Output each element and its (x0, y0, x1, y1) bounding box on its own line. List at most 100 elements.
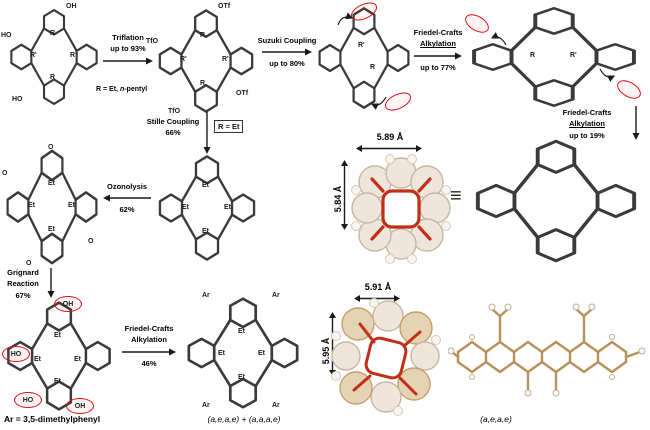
crystal-structure-bottom: 5.91 Å 5.95 Å (314, 282, 444, 420)
structure-tetravinyl: Et Et Et Et (154, 152, 260, 264)
macrocycle-drawing (475, 139, 637, 263)
structure-tetraol: OH HO HO R R' R R' (1, 3, 102, 108)
ethyl-label: Et (74, 356, 81, 363)
ethyl-label: Et (218, 350, 225, 357)
reaction-yield: 67% (15, 290, 31, 300)
ethyl-label: Et (34, 356, 41, 363)
reaction-name: Alkylation (131, 335, 167, 345)
ethyl-label: Et (238, 328, 245, 335)
reaction-ozonolysis: Ozonolysis 62% (100, 182, 154, 215)
ethyl-label: Et (202, 228, 209, 235)
substituent-ho: HO (12, 96, 23, 103)
aldehyde-oxygen: O (48, 144, 54, 151)
ethyl-label: Et (238, 374, 245, 381)
ethyl-label: Et (54, 378, 61, 385)
curved-arrow-icon (370, 96, 387, 110)
curved-arrow-icon (599, 68, 616, 82)
ethyl-label: Et (54, 332, 61, 339)
reaction-yield: 66% (165, 128, 181, 138)
curved-arrow-icon (337, 12, 354, 26)
reaction-friedel-crafts-19: Friedel-Crafts Alkylation up to 19% (543, 108, 631, 140)
r-group-label: R' (358, 42, 365, 49)
ethyl-label: Et (48, 226, 55, 233)
measurement-label: 5.89 Å (376, 132, 404, 142)
reaction-name: Ozonolysis (106, 182, 147, 191)
r-group-label: R (200, 32, 206, 39)
note-prefix: R = Et, (96, 86, 120, 93)
aldehyde-oxygen: O (26, 260, 32, 267)
measurement-label: 5.91 Å (364, 282, 392, 292)
structure-tetraaldehyde: O O O O Et Et Et Et (2, 144, 102, 268)
structure-tetraaryl: Ar Ar Ar Ar Et Et Et Et (182, 292, 304, 412)
macrocycle-drawing (6, 149, 98, 265)
ethyl-label: Et (182, 204, 189, 211)
ethyl-label: Et (68, 202, 75, 209)
substituent-oh: OH (66, 3, 77, 10)
macrocycle-drawing (158, 9, 254, 113)
reaction-friedel-crafts-46: Friedel-Crafts Alkylation 46% (118, 324, 180, 368)
reaction-yield: up to 19% (569, 130, 605, 140)
ethyl-label: Et (202, 182, 209, 189)
reaction-yield: 62% (119, 205, 135, 215)
hydroxyl-label: HO (22, 396, 34, 404)
double-arrow-icon (354, 295, 400, 302)
r-group-label: R' (30, 52, 37, 59)
double-arrow-icon (356, 145, 422, 152)
r-group-label: R' (180, 56, 187, 63)
r-group-label: R' (570, 52, 577, 59)
substituent-otf: OTf (236, 90, 249, 97)
ethyl-label: Et (48, 180, 55, 187)
ethyl-label: Et (224, 204, 231, 211)
substituent-ho: HO (1, 32, 12, 39)
structure-tetraisopropenyl: R' R (314, 0, 414, 115)
aryl-label: Ar (272, 402, 280, 409)
reaction-name: Alkylation (569, 119, 605, 129)
reaction-yield: up to 80% (269, 59, 305, 69)
substituent-tfo: TfO (146, 38, 159, 45)
structure-dimethyl-macrocycle: R R' (461, 4, 645, 110)
equivalence-symbol: ≡ (450, 185, 462, 207)
reaction-name: Alkylation (420, 39, 456, 49)
right-arrow-icon (414, 52, 462, 60)
note-italic: n (119, 86, 125, 93)
structure-macrocycle-right (468, 136, 644, 266)
reaction-yield: up to 77% (420, 62, 456, 72)
reaction-yield: 46% (141, 358, 157, 368)
reaction-name: Grignard (7, 268, 39, 277)
conformer-single-caption: (a,e,a,e) (480, 414, 512, 424)
red-highlight-oval: HO (2, 346, 30, 362)
aldehyde-oxygen: O (2, 170, 8, 177)
right-arrow-icon (262, 48, 312, 56)
ethyl-label: Et (28, 202, 35, 209)
hydroxyl-label: OH (74, 402, 86, 410)
hydroxyl-label: HO (10, 350, 22, 358)
r-group-label: R (50, 74, 56, 81)
right-arrow-icon (122, 348, 176, 356)
r-group-label: R (200, 80, 206, 87)
double-arrow-icon (341, 160, 348, 230)
red-highlight-oval: OH (66, 398, 94, 414)
reaction-name: Friedel-Crafts (413, 28, 463, 37)
reaction-stille: Stille Coupling 66% (144, 117, 202, 138)
hydroxyl-label: OH (62, 300, 74, 308)
conformer-mix-caption: (a,e,a,e) + (a,a,a,e) (207, 414, 281, 424)
red-highlight-oval: OH (54, 296, 82, 312)
reaction-friedel-crafts-77: Friedel-Crafts Alkylation up to 77% (412, 28, 464, 72)
ethyl-label: Et (258, 350, 265, 357)
macrocycle-drawing (472, 6, 636, 108)
stick-model-side-view (448, 296, 646, 404)
reaction-name: Suzuki Coupling (257, 36, 317, 45)
r-group-label: R' (70, 52, 77, 59)
reaction-name: Reaction (7, 279, 39, 289)
macrocycle-drawing (158, 155, 256, 261)
left-arrow-icon (103, 194, 151, 202)
down-arrow-icon (632, 106, 640, 140)
r-group-label: R (530, 52, 536, 59)
aryl-label: Ar (202, 402, 210, 409)
substituent-tfo: TfO (168, 108, 181, 115)
down-arrow-icon (47, 268, 55, 298)
macrocycle-drawing (187, 297, 299, 409)
down-arrow-icon (203, 112, 211, 154)
curved-arrow-icon (490, 32, 507, 46)
